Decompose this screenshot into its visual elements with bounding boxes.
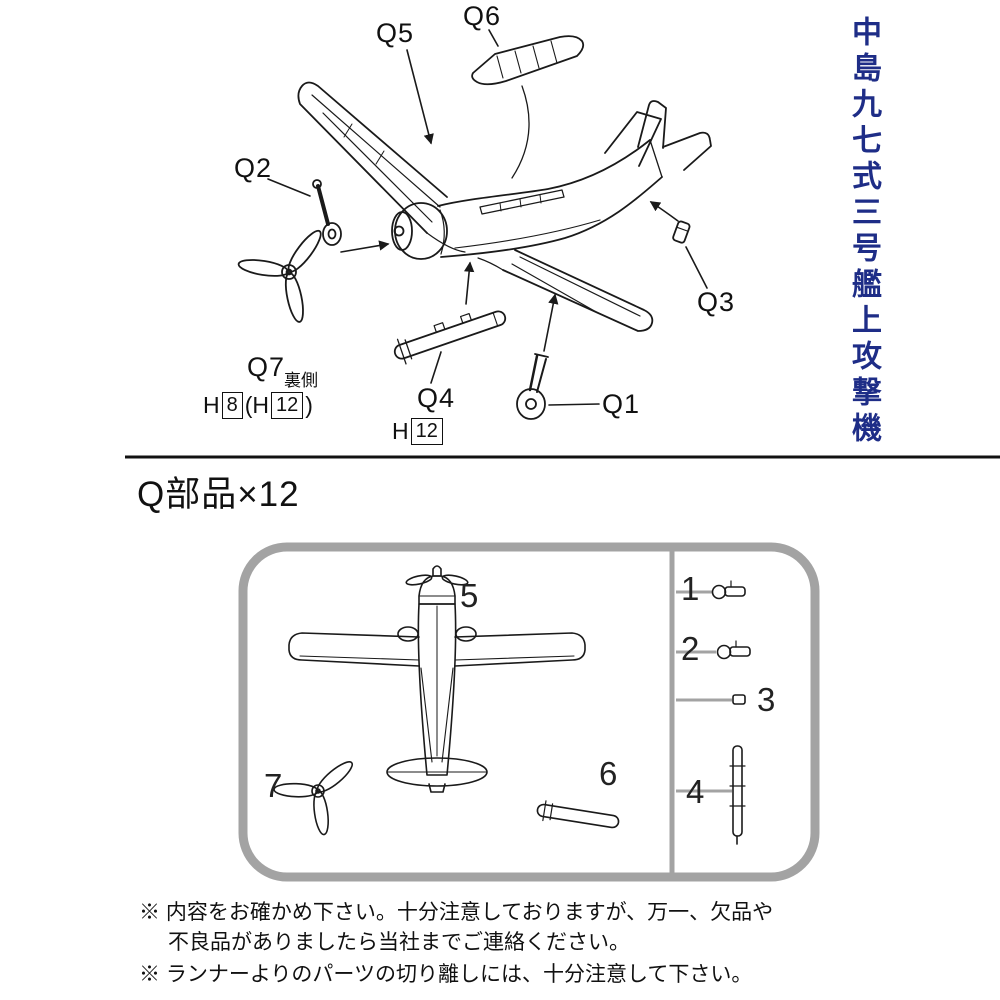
label-q6: Q6 xyxy=(463,1,502,31)
caution-note-line2: 不良品がありましたら当社までご連絡ください。 xyxy=(168,931,630,954)
aircraft-left-wing xyxy=(297,81,448,234)
label-q7: Q7 xyxy=(247,352,286,382)
caution-note-line3: ※ ランナーよりのパーツの切り離しには、十分注意して下さい。 xyxy=(139,963,753,986)
sprue-part-2-landing-gear xyxy=(716,640,751,660)
sprue-part-7-propeller xyxy=(273,761,354,836)
q7-h-prefix: H xyxy=(203,392,220,418)
q4-h-prefix: H xyxy=(392,418,409,444)
part-q4-torpedo xyxy=(393,310,507,365)
q4-h-footnote: H 12 xyxy=(392,418,445,445)
aircraft-tail xyxy=(604,100,712,178)
sprue-part-3-small-fitting xyxy=(732,694,746,705)
sprue-part-6-torpedo xyxy=(536,800,620,829)
sprue-number-1: 1 xyxy=(681,570,700,607)
exploded-assembly-diagram xyxy=(237,29,712,420)
part-q3-small xyxy=(672,220,691,244)
label-q1: Q1 xyxy=(602,389,641,419)
q7-h-boxed-8: 8 xyxy=(221,392,243,419)
sprue-parts xyxy=(273,565,751,845)
label-q3: Q3 xyxy=(697,287,736,317)
q7-h-middle: (H xyxy=(244,392,270,418)
q7-h-boxed-12: 12 xyxy=(271,392,304,419)
sprue-part-4-torpedo-rack xyxy=(729,745,746,845)
caution-note-line1: ※ 内容をお確かめ下さい。十分注意しておりますが、万一、欠品や xyxy=(139,901,774,924)
sprue-number-2: 2 xyxy=(681,630,700,667)
part-q2-landing-gear xyxy=(312,179,342,246)
label-q4: Q4 xyxy=(417,383,456,413)
sprue-number-6: 6 xyxy=(599,755,618,792)
sprue-part-1-landing-gear xyxy=(711,580,746,600)
sprue-number-3: 3 xyxy=(757,681,776,718)
aircraft-engine-cowl xyxy=(391,202,448,260)
part-q1-wheel xyxy=(516,353,549,420)
q4-h-boxed-12: 12 xyxy=(410,418,443,445)
vertical-kit-title: 中島九七式三号艦上攻撃機 xyxy=(847,16,880,448)
q7-h-footnote: H 8 (H 12 ) xyxy=(203,392,313,419)
aircraft-fuselage xyxy=(426,139,663,271)
sprue-number-5: 5 xyxy=(460,577,479,614)
assembly-leader-lines xyxy=(267,29,708,406)
sprue-section-heading: Q部品×12 xyxy=(137,475,300,514)
sprue-frame xyxy=(238,542,820,882)
sprue-number-4: 4 xyxy=(686,773,705,810)
label-q5: Q5 xyxy=(376,18,415,48)
sprue-number-7: 7 xyxy=(264,767,283,804)
part-q7-propeller xyxy=(237,229,322,323)
back-side-note: 裏側 xyxy=(284,371,318,390)
q7-h-suffix: ) xyxy=(305,392,313,418)
label-q2: Q2 xyxy=(234,153,273,183)
aircraft-right-wing xyxy=(502,249,654,332)
sprue-part-5-fuselage-top-view xyxy=(288,565,586,793)
part-q6-canopy xyxy=(471,35,585,179)
